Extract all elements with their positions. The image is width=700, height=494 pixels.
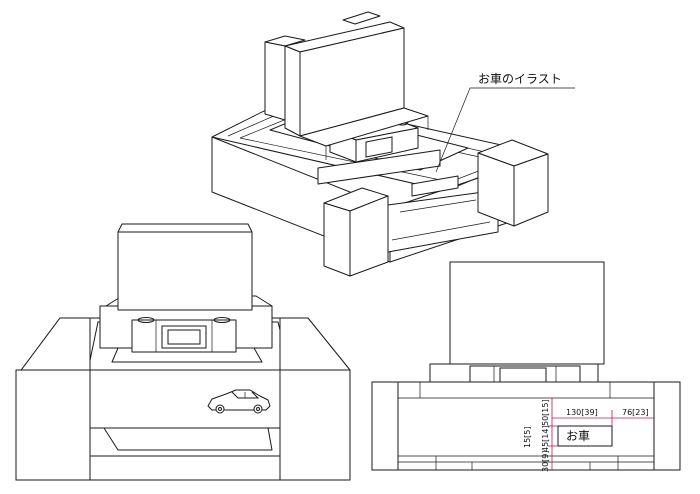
iso-left-pillar-front: [323, 202, 351, 277]
isometric-view: [211, 11, 575, 277]
front-left-block: [15, 369, 91, 481]
iso-right-pillar-side: [513, 153, 549, 227]
iso-name-plate: [411, 175, 459, 197]
car-icon: [207, 389, 271, 414]
iso-plate-step: [317, 149, 441, 185]
name-plate-label: お車: [566, 429, 590, 443]
elev-base: [371, 381, 681, 471]
callout-leader: [435, 87, 575, 173]
elev-right-block: [653, 381, 681, 471]
iso-stone-left: [284, 45, 301, 137]
iso-stone-back-side: [264, 41, 286, 121]
dim-height-d: 15[5]: [523, 426, 532, 448]
front-view: [15, 223, 351, 481]
front-flower-box: [131, 319, 237, 353]
front-right-block-top: [279, 317, 351, 371]
iso-left-pillar-side: [349, 195, 389, 277]
front-stone: [117, 231, 253, 311]
front-right-block: [279, 369, 351, 481]
iso-box-front: [355, 127, 419, 163]
elev-stone: [449, 261, 605, 365]
front-left-block-top: [15, 317, 91, 378]
dim-height-c: 30[9]: [541, 450, 550, 472]
elev-name-plate: [557, 425, 613, 447]
dim-width-b: 76[23]: [622, 408, 649, 417]
iso-stone-rear-tab: [342, 11, 381, 25]
front-stone-top: [117, 223, 253, 233]
dim-height-b: 45[14]: [541, 425, 550, 452]
front-lower-step: [103, 427, 273, 451]
elevation-view: [371, 261, 681, 471]
dim-height-a: 50[15]: [541, 399, 550, 426]
callout-label: お車のイラスト: [478, 72, 562, 86]
dim-width-a: 130[39]: [566, 408, 598, 417]
elev-left-block: [371, 381, 399, 471]
